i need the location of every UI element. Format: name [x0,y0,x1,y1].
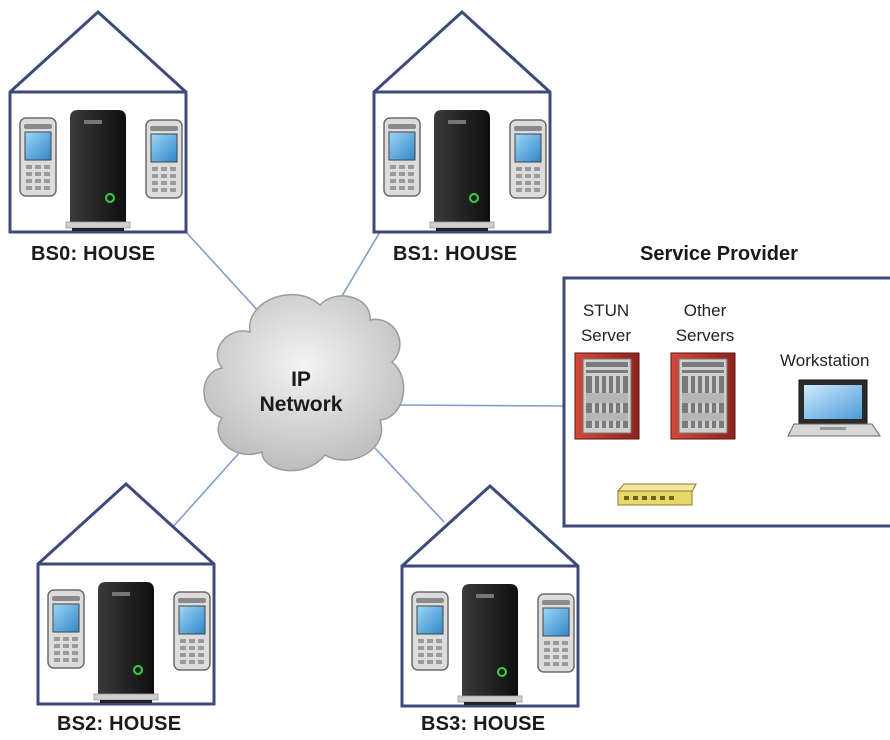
workstation-label: Workstation [780,351,870,370]
workstation-icon [787,379,881,437]
other-servers-label-line2: Servers [675,326,735,345]
other-servers-label-line1: Other [683,301,727,320]
link-bs3 [374,447,445,523]
link-bs2 [171,451,241,529]
ip-network-cloud [203,294,405,472]
ip-network-label-line2: Network [259,393,343,416]
ip-network-label-line1: IP [291,368,311,391]
house-bs3 [402,486,578,706]
house-bs1 [374,12,550,232]
link-bs0 [185,231,271,325]
house-label-bs3: BS3: HOUSE [421,713,546,735]
service-provider-title: Service Provider [640,243,798,265]
house-bs2 [38,484,214,704]
ip-network-label: IP Network [246,367,356,417]
house-label-bs2: BS2: HOUSE [57,713,182,735]
stun-server-label-line2: Server [580,326,632,345]
other-servers-icon [670,352,736,440]
house-label-bs1: BS1: HOUSE [393,243,518,265]
house-bs0 [10,12,186,232]
house-label-bs0: BS0: HOUSE [31,243,156,265]
stun-server-label: STUN Server [571,298,641,348]
stun-server-icon [574,352,640,440]
network-switch-icon [616,483,697,506]
other-servers-label: Other Servers [668,298,742,348]
link-provider [397,404,565,407]
link-bs1 [335,231,381,307]
stun-server-label-line1: STUN [582,301,630,320]
